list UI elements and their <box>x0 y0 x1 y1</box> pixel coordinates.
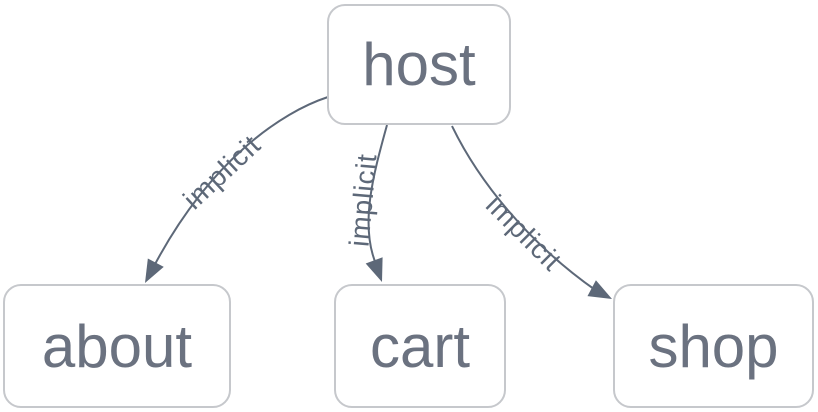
arrowhead-icon <box>365 257 383 282</box>
edge-label-host-about: implicit <box>177 129 267 215</box>
arrowhead-icon <box>145 258 164 283</box>
node-cart-label: cart <box>369 312 471 380</box>
node-about[interactable]: about <box>3 284 231 408</box>
node-host[interactable]: host <box>327 4 511 125</box>
node-about-label: about <box>41 312 193 380</box>
node-shop[interactable]: shop <box>613 284 814 408</box>
edge-host-about: implicit <box>145 96 329 283</box>
edge-host-shop: implicit <box>451 125 612 299</box>
node-host-label: host <box>362 31 476 98</box>
arrowhead-icon <box>587 280 612 299</box>
edge-line-host-about[interactable] <box>152 96 329 268</box>
node-cart[interactable]: cart <box>334 284 506 408</box>
edge-line-host-shop[interactable] <box>451 125 597 292</box>
edge-label-host-cart: implicit <box>343 152 382 248</box>
edge-label-host-shop: implicit <box>480 189 568 277</box>
edge-host-cart: implicit <box>343 124 388 282</box>
edge-line-host-cart[interactable] <box>367 124 388 266</box>
node-shop-label: shop <box>648 312 779 380</box>
